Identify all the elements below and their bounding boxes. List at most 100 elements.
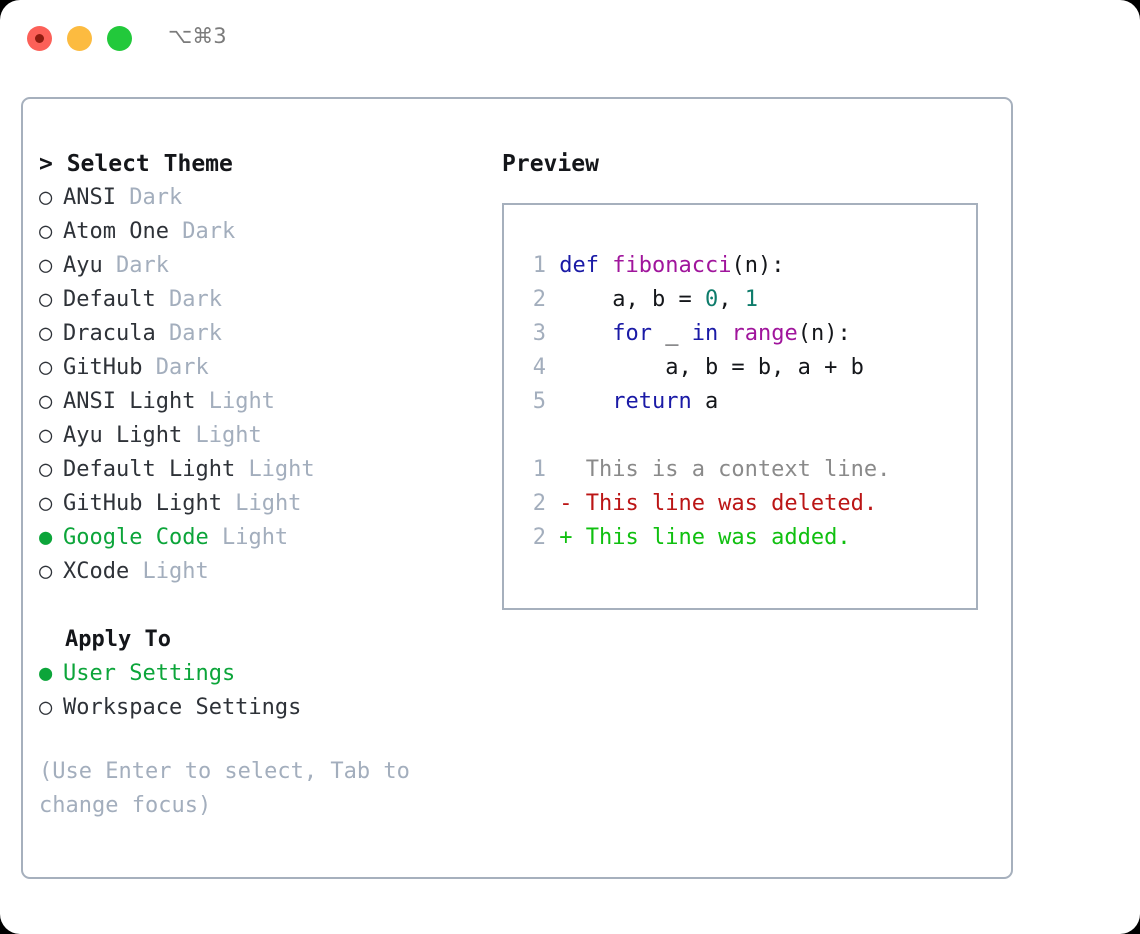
radio-unselected-icon: ○: [39, 253, 53, 278]
gutter-space: [546, 287, 559, 312]
diff-line: 2 - This line was deleted.: [518, 487, 972, 521]
radio-selected-icon: ●: [39, 661, 53, 686]
list-spacer: [39, 589, 479, 623]
code-line: 1 def fibonacci(n):: [518, 249, 972, 283]
diff-text: This is a context line.: [546, 457, 891, 482]
theme-variant-label: Light: [221, 525, 289, 550]
theme-name-variant-space: [142, 355, 155, 380]
apply-to-label: User Settings: [63, 661, 236, 686]
theme-name-variant-space: [209, 525, 222, 550]
code-line: 2 a, b = 0, 1: [518, 283, 972, 317]
preview-column: Preview 1 def fibonacci(n):2 a, b = 0, 1…: [502, 147, 992, 610]
theme-name: Google Code: [63, 525, 209, 550]
theme-name: ANSI: [63, 185, 116, 210]
theme-name: Atom One: [63, 219, 169, 244]
line-number: 2: [532, 491, 546, 516]
theme-list-item[interactable]: ○ Dracula Dark: [39, 317, 479, 351]
apply-to-list: ● User Settings ○ Workspace Settings: [39, 657, 479, 725]
theme-list-item[interactable]: ○Ayu Light Light: [39, 419, 479, 453]
theme-list-item[interactable]: ○ Default Light Light: [39, 453, 479, 487]
code-token: 0: [704, 287, 719, 312]
code-token: [559, 389, 612, 414]
theme-list-item[interactable]: ○ ANSI Light Light: [39, 385, 479, 419]
keyboard-shortcut-label: ⌥⌘3: [168, 24, 227, 48]
radio-unselected-icon: ○: [39, 355, 53, 380]
theme-list-item[interactable]: ○Ayu Dark: [39, 249, 479, 283]
maximize-button[interactable]: [107, 26, 132, 51]
theme-variant-label: Dark: [168, 321, 222, 346]
theme-variant-label: Light: [208, 389, 275, 414]
dialog-panel: > Select Theme ○ANSI Dark○Atom One Dark○…: [21, 97, 1013, 879]
code-line: 3 for _ in range(n):: [518, 317, 972, 351]
theme-list: ○ANSI Dark○Atom One Dark○Ayu Dark○Defaul…: [39, 181, 479, 589]
close-button[interactable]: [27, 26, 52, 51]
theme-name-variant-space: [182, 423, 195, 448]
theme-list-item[interactable]: ●Google Code Light: [39, 521, 479, 555]
line-number: 4: [532, 355, 546, 380]
code-token: [559, 321, 612, 346]
theme-variant-label: Light: [248, 457, 315, 482]
code-token: in: [691, 321, 719, 346]
code-token: [718, 321, 731, 346]
apply-to-item[interactable]: ● User Settings: [39, 657, 479, 691]
radio-unselected-icon: ○: [39, 457, 53, 482]
theme-name: Default Light: [63, 457, 236, 482]
code-token: range: [731, 321, 798, 346]
select-theme-heading: > Select Theme: [39, 151, 233, 177]
line-number: 2: [532, 525, 546, 550]
theme-list-item[interactable]: ○ ANSI Dark: [39, 181, 479, 215]
theme-name: Ayu Light: [63, 423, 183, 448]
line-number: 3: [532, 321, 546, 346]
theme-list-item[interactable]: ○GitHub Dark: [39, 351, 479, 385]
theme-list-item[interactable]: ○ Atom One Dark: [39, 215, 479, 249]
line-number: 1: [532, 253, 546, 278]
theme-name: Dracula: [63, 321, 156, 346]
theme-list-item[interactable]: ○Default Dark: [39, 283, 479, 317]
radio-unselected-icon: ○: [39, 219, 53, 244]
gutter-space: [546, 253, 559, 278]
theme-name-variant-space: [235, 457, 248, 482]
code-line: 4 a, b = b, a + b: [518, 351, 972, 385]
line-number: 2: [532, 287, 546, 312]
theme-name: GitHub Light: [63, 491, 222, 516]
radio-unselected-icon: ○: [39, 389, 53, 414]
radio-unselected-icon: ○: [39, 321, 53, 346]
code-token: a, b =: [559, 287, 705, 312]
theme-name-variant-space: [156, 321, 169, 346]
title-bar: ⌥⌘3: [0, 0, 1140, 78]
code-line: 5 return a: [518, 385, 972, 419]
code-token: fibonacci: [612, 253, 732, 278]
code-token: a, b = b, a + b: [559, 355, 864, 380]
code-token: return: [612, 389, 692, 414]
theme-list-item[interactable]: ○ GitHub Light Light: [39, 487, 479, 521]
theme-name: ANSI Light: [63, 389, 196, 414]
minimize-button[interactable]: [67, 26, 92, 51]
theme-name: Ayu: [63, 253, 103, 278]
hint-text: (Use Enter to select, Tab to change focu…: [39, 759, 424, 818]
code-token: for: [612, 321, 652, 346]
theme-name-variant-space: [195, 389, 208, 414]
theme-list-item[interactable]: ○XCode Light: [39, 555, 479, 589]
theme-name: GitHub: [63, 355, 143, 380]
theme-variant-label: Dark: [182, 219, 236, 244]
apply-to-item[interactable]: ○ Workspace Settings: [39, 691, 479, 725]
theme-variant-label: Light: [235, 491, 302, 516]
code-token: [599, 253, 612, 278]
theme-name-variant-space: [103, 253, 116, 278]
radio-unselected-icon: ○: [39, 695, 53, 720]
apply-to-heading: Apply To: [65, 627, 171, 652]
radio-unselected-icon: ○: [39, 491, 53, 516]
theme-variant-label: Dark: [129, 185, 183, 210]
diff-line: 2 + This line was added.: [518, 521, 972, 555]
radio-unselected-icon: ○: [39, 287, 53, 312]
theme-picker-column: > Select Theme ○ANSI Dark○Atom One Dark○…: [39, 147, 479, 823]
theme-variant-label: Dark: [168, 287, 222, 312]
code-token: (n):: [731, 253, 785, 278]
diff-text: + This line was added.: [546, 525, 851, 550]
theme-name-variant-space: [222, 491, 235, 516]
line-number: 1: [532, 457, 546, 482]
apply-to-label: Workspace Settings: [63, 695, 302, 720]
radio-unselected-icon: ○: [39, 185, 53, 210]
